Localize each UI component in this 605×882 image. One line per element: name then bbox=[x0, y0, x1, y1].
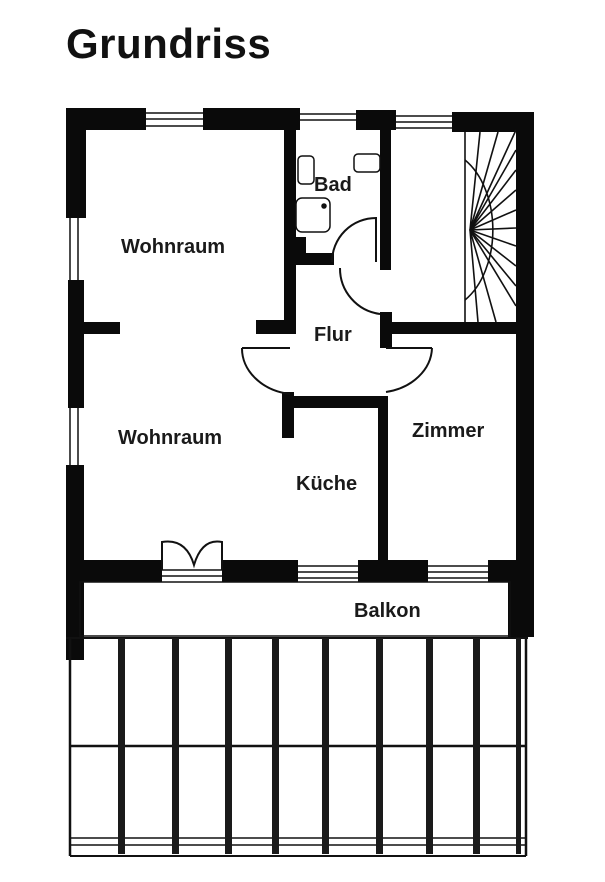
walls bbox=[66, 108, 534, 660]
staircase bbox=[464, 129, 517, 323]
room-label-wohnraum-lower: Wohnraum bbox=[118, 427, 223, 449]
page-title: Grundriss bbox=[66, 20, 272, 67]
bath-fixtures bbox=[295, 153, 381, 233]
room-label-bad: Bad bbox=[314, 174, 352, 196]
room-label-flur: Flur bbox=[314, 324, 352, 346]
room-label-wohnraum-upper: Wohnraum bbox=[121, 236, 226, 258]
room-label-balkon: Balkon bbox=[354, 600, 421, 622]
doors bbox=[161, 216, 433, 570]
balcony-railing bbox=[66, 581, 528, 857]
room-label-zimmer: Zimmer bbox=[412, 420, 485, 442]
room-label-kueche: Küche bbox=[296, 473, 358, 495]
windows bbox=[69, 112, 488, 579]
